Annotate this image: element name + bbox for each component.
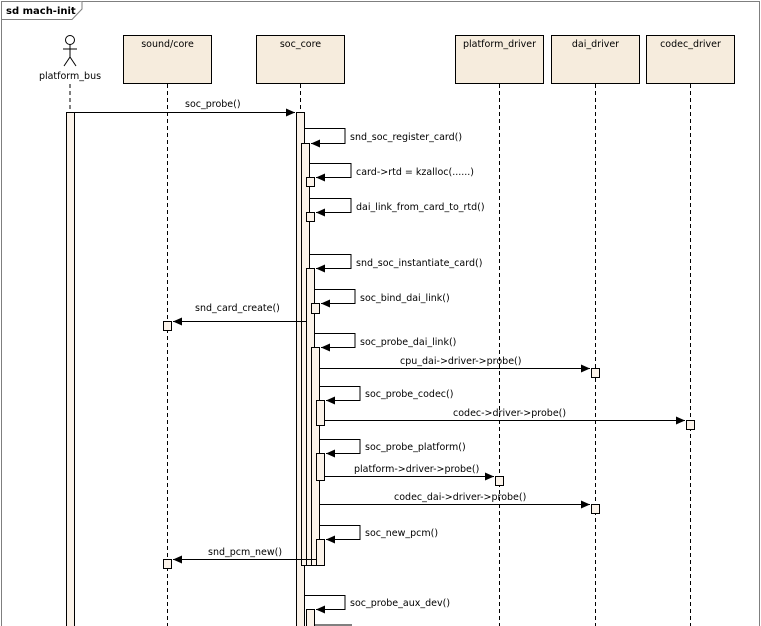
messages <box>75 108 685 626</box>
frame-title-tab <box>1 1 83 20</box>
message-arrow <box>310 254 352 273</box>
message-label: soc_probe() <box>185 99 241 110</box>
message-label: card->rtd = kzalloc(......) <box>356 167 474 178</box>
lifeline-label: codec_driver <box>660 39 721 50</box>
message-arrow <box>305 128 346 148</box>
message-arrow <box>315 289 356 308</box>
actor-platform-bus: platform_bus <box>39 35 101 82</box>
activation-sound-core-1 <box>163 321 172 331</box>
message-arrow <box>305 595 346 614</box>
message-labels: soc_probe() snd_soc_register_card() card… <box>185 99 566 609</box>
lifeline-label: sound/core <box>141 39 194 50</box>
lifeline-label: soc_core <box>280 39 321 50</box>
lifelines <box>69 84 691 626</box>
message-label: snd_card_create() <box>195 303 280 314</box>
message-label: cpu_dai->driver->probe() <box>400 356 521 367</box>
lifeline-head-codec-driver: codec_driver <box>646 35 735 84</box>
activation-platform-bus <box>66 112 75 626</box>
activation-kzalloc <box>306 177 315 187</box>
message-arrow <box>310 198 352 217</box>
message-label: soc_new_pcm() <box>365 528 438 539</box>
activation-dai-driver-1 <box>591 368 600 378</box>
message-arrow <box>320 525 361 544</box>
message-label: soc_probe_platform() <box>365 442 466 453</box>
message-arrow <box>320 386 361 405</box>
activation-platform-driver <box>495 476 504 486</box>
message-label: codec_dai->driver->probe() <box>394 492 526 503</box>
message-label: soc_bind_dai_link() <box>360 293 450 304</box>
lifeline-head-sound-core: sound/core <box>123 35 212 84</box>
actor-label: platform_bus <box>39 71 101 82</box>
lifeline-label: dai_driver <box>572 39 619 50</box>
lifeline-head-dai-driver: dai_driver <box>551 35 640 84</box>
lifeline-head-soc-core: soc_core <box>256 35 345 84</box>
message-label: snd_soc_register_card() <box>350 132 462 143</box>
activation-probe-platform <box>316 453 325 481</box>
activation-dai-driver-2 <box>591 504 600 514</box>
message-label: codec->driver->probe() <box>453 408 566 419</box>
message-label: platform->driver->probe() <box>354 464 479 475</box>
activation-sound-core-2 <box>163 559 172 569</box>
message-label: soc_probe_dai_link() <box>360 337 456 348</box>
lifeline-label: platform_driver <box>463 39 536 50</box>
message-label: soc_probe_aux_dev() <box>350 598 450 609</box>
lifeline-head-platform-driver: platform_driver <box>455 35 544 84</box>
diagram-title: sd mach-init <box>6 6 76 17</box>
stick-figure-icon <box>63 35 77 67</box>
activations <box>66 112 695 626</box>
message-label: snd_soc_instantiate_card() <box>356 258 482 269</box>
activation-bind-dai-link <box>311 303 320 314</box>
activation-probe-codec <box>316 400 325 426</box>
activation-new-pcm <box>316 539 325 566</box>
message-label: soc_probe_codec() <box>365 389 453 400</box>
message-arrow <box>310 163 352 182</box>
activation-codec-driver <box>686 420 695 430</box>
message-arrow <box>315 333 356 352</box>
activation-dai-link-to-rtd <box>306 212 315 222</box>
message-label: snd_pcm_new() <box>208 547 282 558</box>
activation-probe-aux-dev <box>306 609 315 626</box>
message-arrow <box>320 439 361 458</box>
message-label: dai_link_from_card_to_rtd() <box>356 202 485 213</box>
